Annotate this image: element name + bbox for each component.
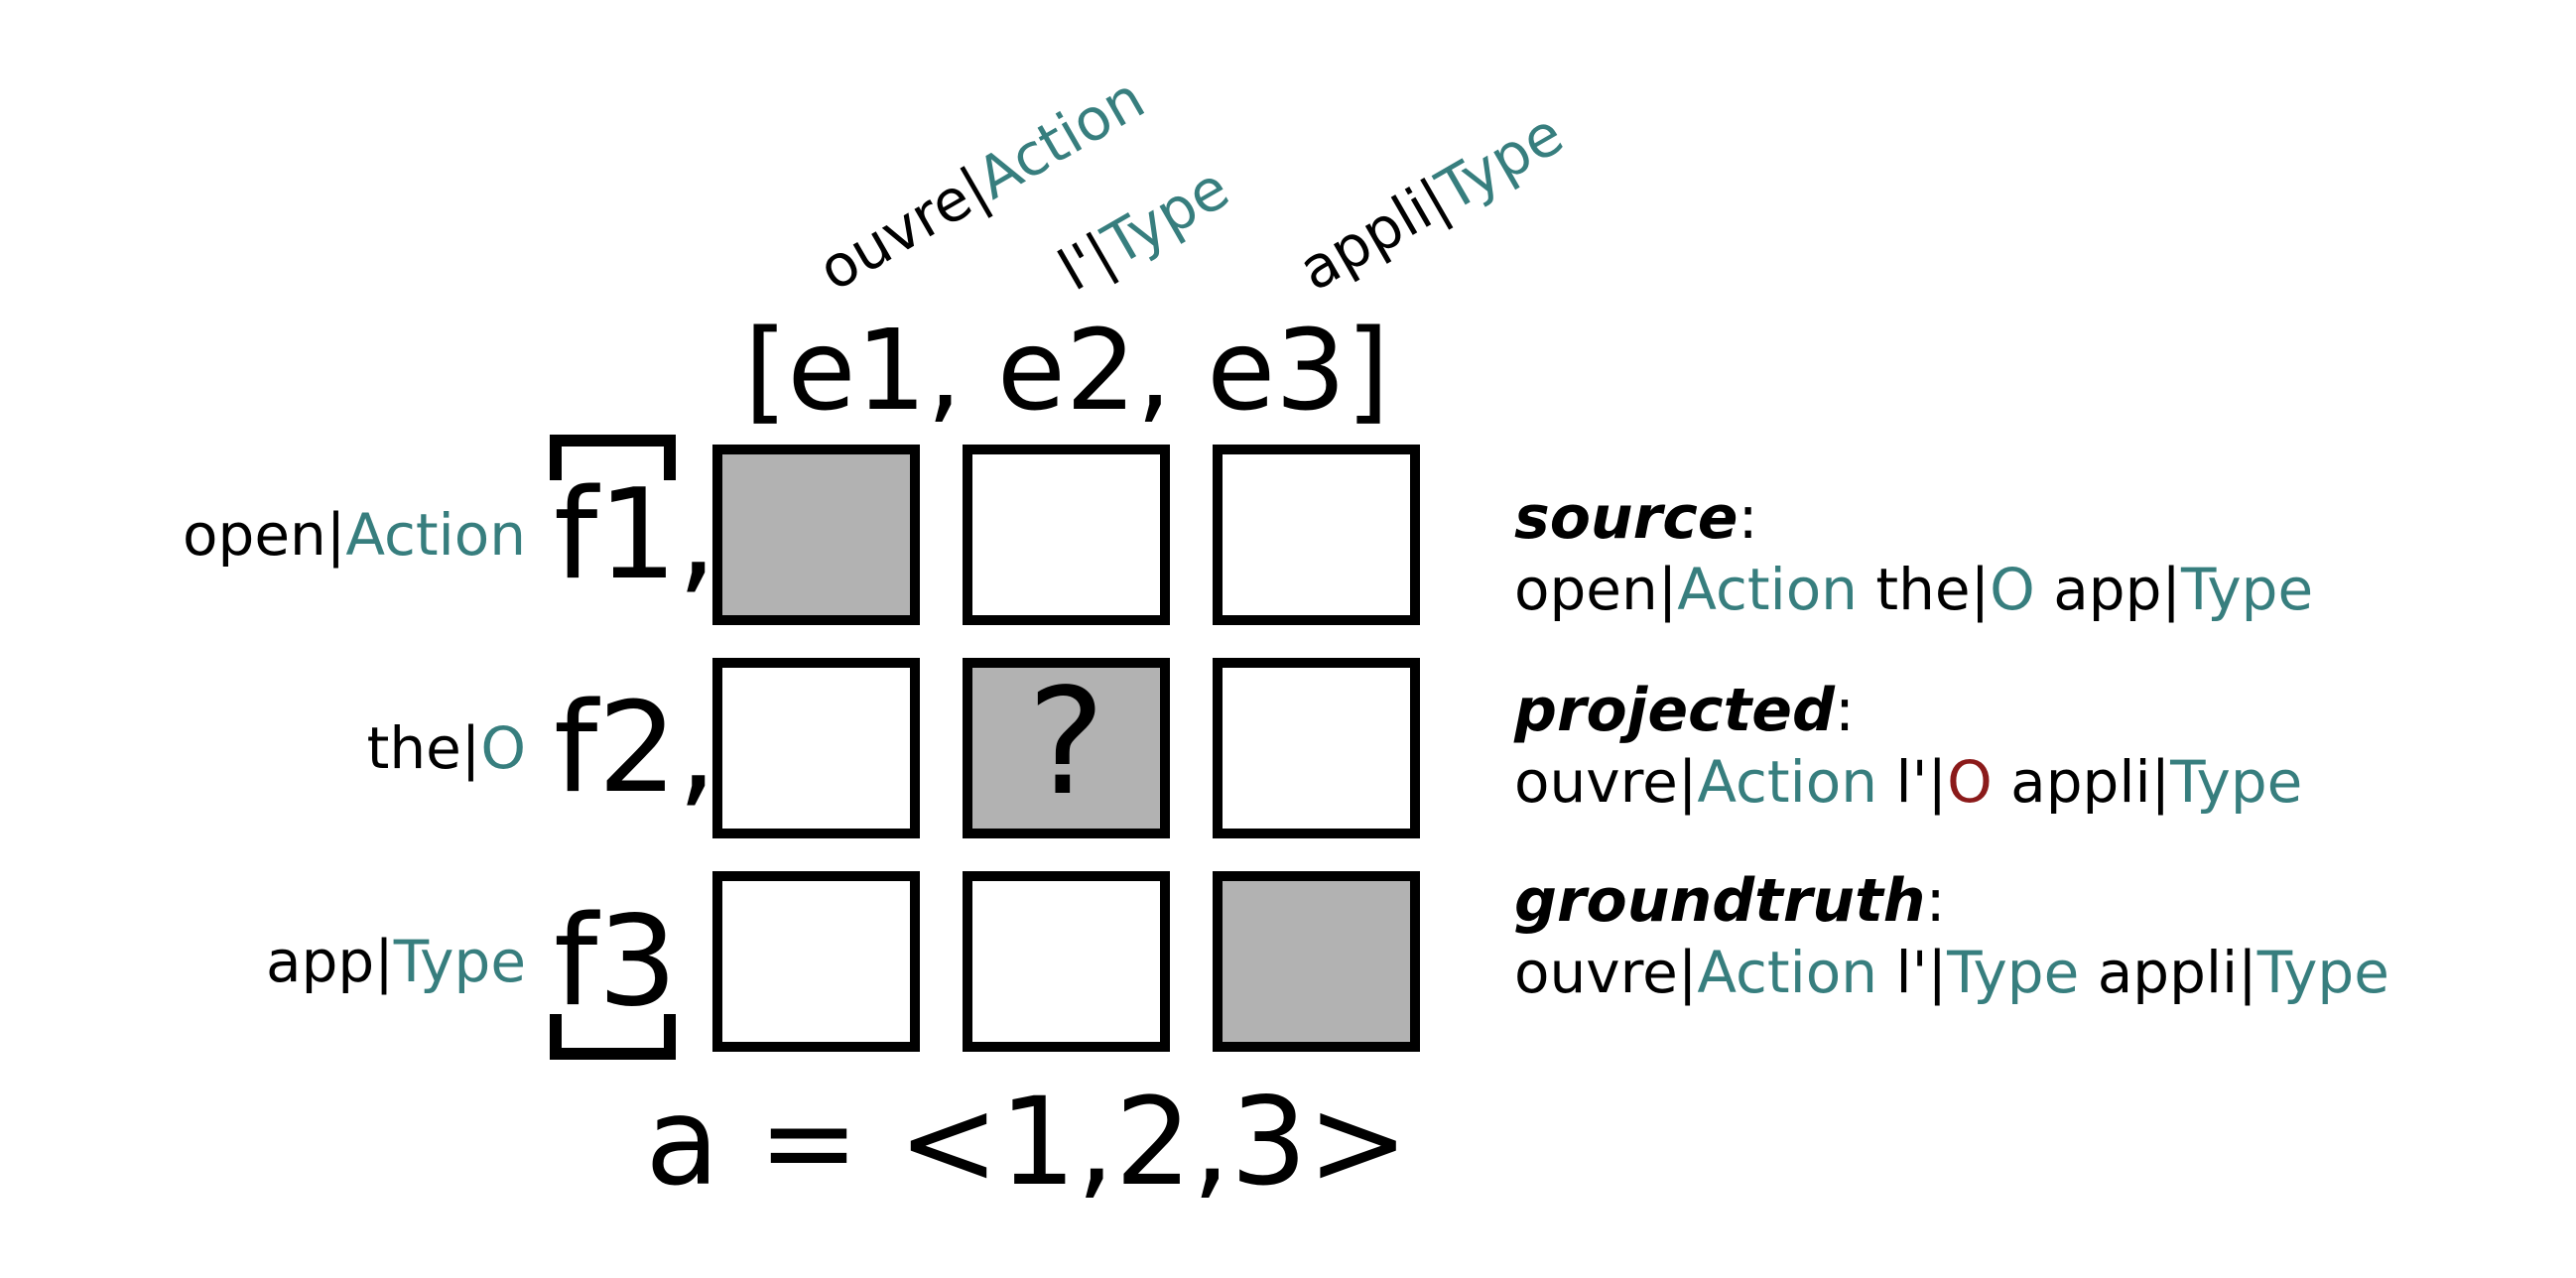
token-word: open [1514, 556, 1658, 623]
row-id-label: f1, [554, 461, 717, 607]
token: l'|Type [1895, 939, 2079, 1006]
token-tag: O [1947, 748, 1993, 816]
legend-block-projected: projected:ouvre|Action l'|O appli|Type [1514, 677, 2302, 816]
matrix-cell [1213, 658, 1420, 838]
token: appli|Type [2010, 748, 2302, 816]
token-separator: | [2161, 556, 2181, 623]
token-tag: Action [1677, 556, 1858, 623]
legend-block-groundtruth: groundtruth:ouvre|Action l'|Type appli|T… [1514, 867, 2389, 1006]
legend-colon: : [1925, 866, 1946, 936]
token-tag: Type [1947, 939, 2080, 1006]
source-list-bracket-bottom [550, 1014, 676, 1060]
token-separator: | [1927, 748, 1948, 816]
legend-block-source: source:open|Action the|O app|Type [1514, 484, 2313, 623]
token-word: app [266, 928, 375, 995]
matrix-cell [963, 445, 1170, 625]
legend-label: source [1514, 483, 1739, 553]
token: open|Action [183, 506, 526, 564]
token-tag: Type [1425, 99, 1575, 224]
legend-token-line: open|Action the|O app|Type [1514, 556, 2313, 623]
token-word: l' [1895, 939, 1928, 1006]
token: app|Type [2053, 556, 2313, 623]
source-token-label: the|O [60, 658, 526, 838]
matrix-cell [963, 871, 1170, 1052]
token: app|Type [266, 933, 526, 990]
token-separator: | [1677, 748, 1698, 816]
target-sentence-header: [e1, e2, e3] [743, 307, 1390, 436]
token-separator: | [374, 928, 394, 995]
token-separator: | [1927, 939, 1948, 1006]
token-word: the [1875, 556, 1971, 623]
legend-label: groundtruth [1514, 866, 1926, 936]
token-tag: O [480, 714, 526, 782]
token-separator: | [1657, 556, 1678, 623]
token: the|O [367, 719, 526, 777]
source-token-label: app|Type [60, 871, 526, 1052]
token-word: appli [2097, 939, 2239, 1006]
token-separator: | [1677, 939, 1698, 1006]
token-tag: Type [2170, 748, 2303, 816]
matrix-cell [712, 658, 920, 838]
matrix-cell [1213, 445, 1420, 625]
token-word: ouvre [1514, 748, 1678, 816]
target-token-label: appli|Type [1288, 99, 1575, 304]
legend-colon: : [1834, 676, 1856, 745]
token-separator: | [2150, 748, 2171, 816]
row-id-label: f3 [554, 888, 678, 1034]
source-token-label: open|Action [60, 445, 526, 625]
question-mark: ? [1027, 657, 1105, 828]
token: appli|Type [1288, 99, 1575, 304]
token-tag: O [1990, 556, 2035, 623]
token-separator: | [460, 714, 481, 782]
legend-title: projected: [1514, 677, 2302, 744]
source-list-bracket-top [550, 435, 676, 480]
matrix-cell [712, 445, 920, 625]
matrix-cell [1213, 871, 1420, 1052]
token-word: appli [2010, 748, 2151, 816]
token-separator: | [325, 501, 346, 569]
token-word: ouvre [1514, 939, 1678, 1006]
legend-title: source: [1514, 484, 2313, 552]
legend-title: groundtruth: [1514, 867, 2389, 935]
legend-label: projected [1514, 676, 1835, 745]
legend-colon: : [1738, 483, 1758, 553]
matrix-cell: ? [963, 658, 1170, 838]
token-tag: Type [2256, 939, 2389, 1006]
token-separator: | [2238, 939, 2257, 1006]
token-tag: Action [1697, 939, 1878, 1006]
token-word: ouvre [807, 164, 983, 305]
token-tag: Type [2180, 556, 2314, 623]
token: the|O [1875, 556, 2034, 623]
token-tag: Action [966, 64, 1156, 213]
token: open|Action [1514, 556, 1858, 623]
token: l'|Type [1048, 154, 1240, 304]
token: ouvre|Action [1514, 748, 1877, 816]
legend-token-line: ouvre|Action l'|Type appli|Type [1514, 939, 2389, 1006]
token-tag: Action [1697, 748, 1878, 816]
token-word: l' [1895, 748, 1928, 816]
token: appli|Type [2098, 939, 2389, 1006]
target-token-label: l'|Type [1048, 154, 1240, 304]
token-tag: Type [1092, 154, 1240, 279]
alignment-vector-label: a = <1,2,3> [645, 1072, 1409, 1213]
token-tag: Action [345, 501, 526, 569]
legend-token-line: ouvre|Action l'|O appli|Type [1514, 748, 2302, 816]
token-separator: | [1970, 556, 1991, 623]
token: l'|O [1895, 748, 1992, 816]
matrix-cell [712, 871, 920, 1052]
token-tag: Type [393, 928, 526, 995]
token-word: app [2053, 556, 2162, 623]
row-id-label: f2, [554, 675, 717, 821]
token-word: open [183, 501, 326, 569]
token: ouvre|Action [1514, 939, 1877, 1006]
token-word: the [366, 714, 461, 782]
